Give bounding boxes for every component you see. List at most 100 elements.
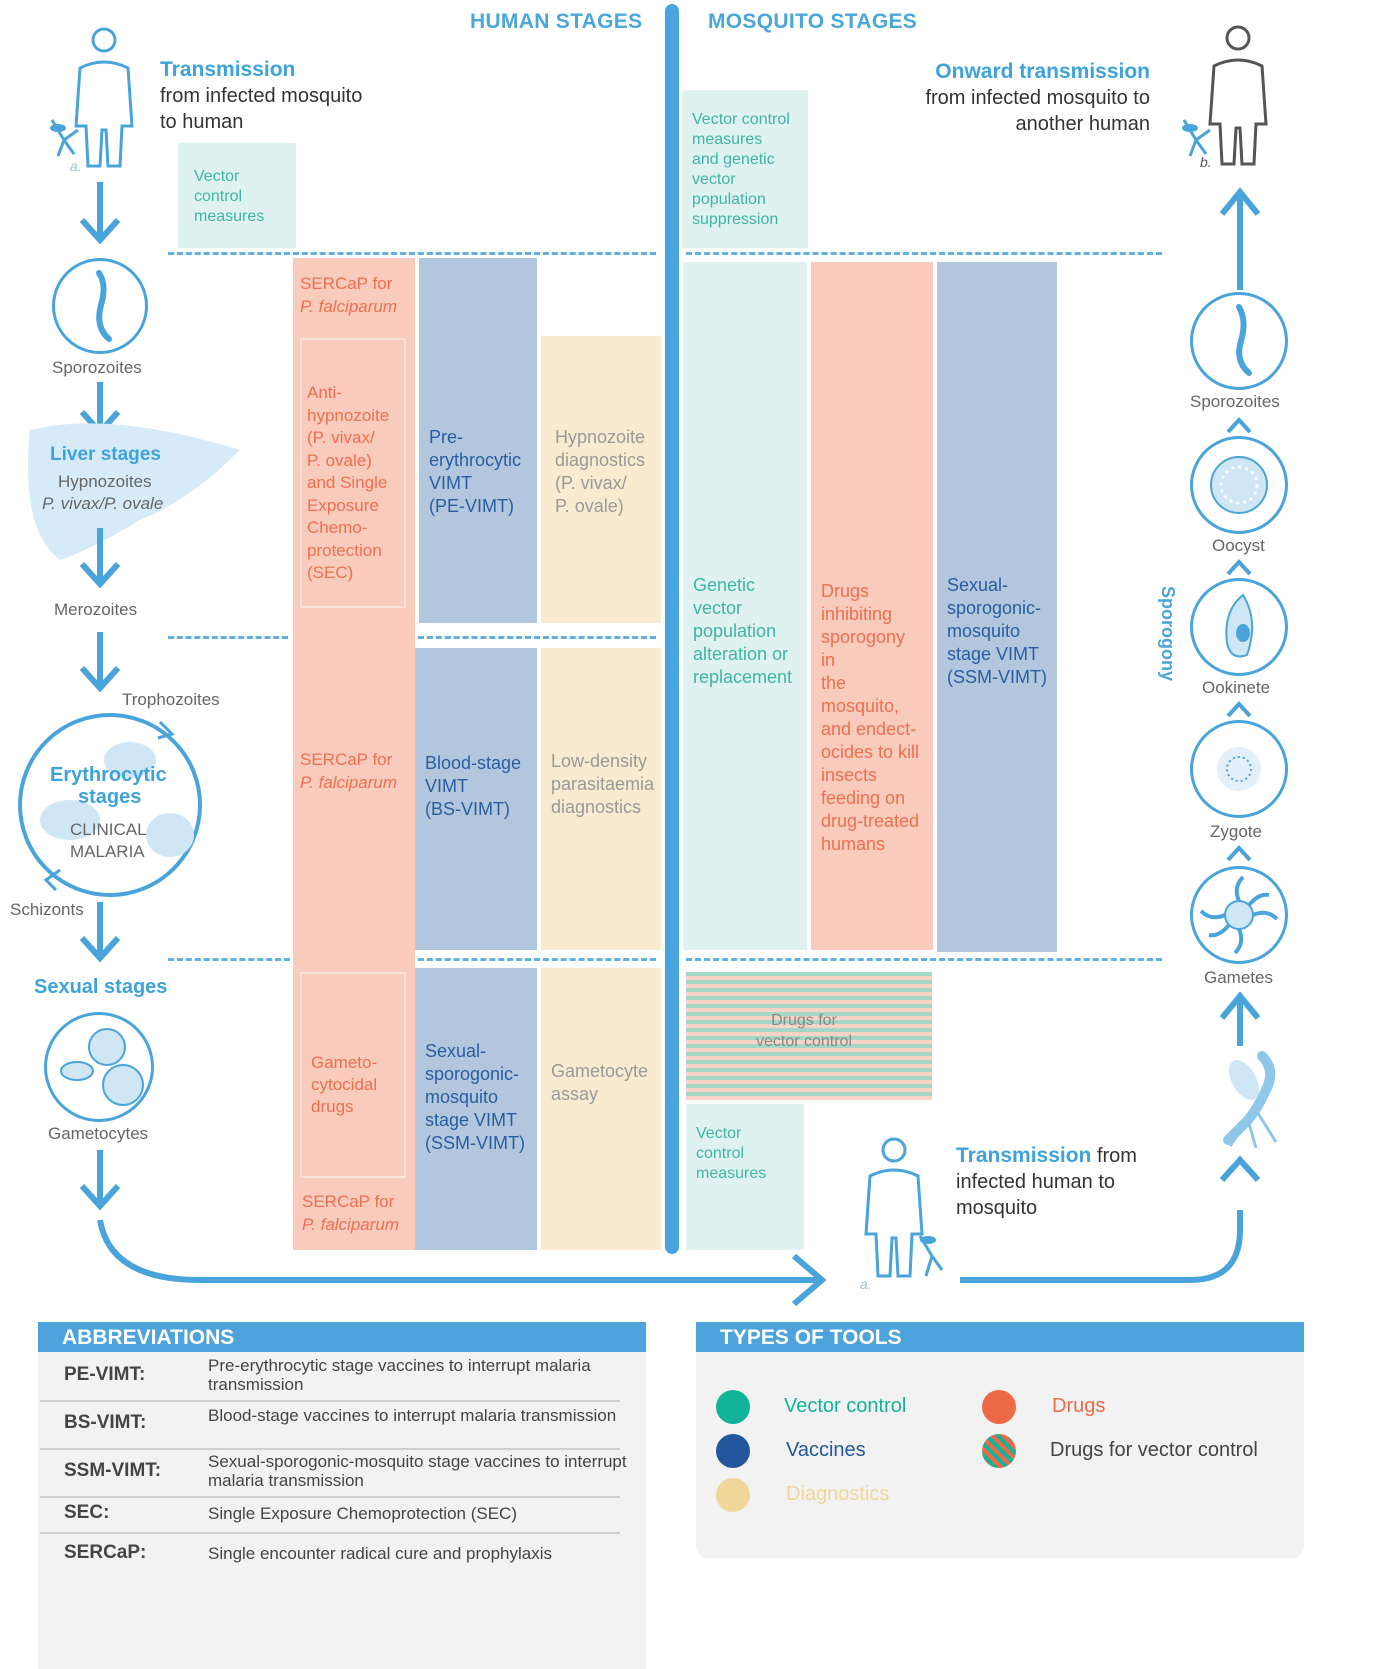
sporogony-label: Sporogony [1158,586,1178,681]
legend-drugs: Drugs [1052,1395,1106,1417]
drugs-vector-control-box [686,972,932,1100]
onward-text-1: from infected mosquito to [925,87,1150,109]
sporozoites-label-left: Sporozoites [52,358,142,377]
abbr-key: SERCaP: [64,1542,147,1563]
hypnozoites-species: P. vivax/P. ovale [42,494,164,513]
gametocyte-assay-box: Gametocyte assay [541,968,661,1250]
drugs-vector-control-text: Drugs for vector control [755,1012,853,1050]
pe-vimt-box: Pre- erythrocytic VIMT (PE-VIMT) [419,258,537,623]
small-arrow-up-icon [1226,701,1252,718]
sercap2-line-b: P. falciparum [300,773,398,792]
dashed-line-bottom-right [686,958,1162,961]
abbr-key: SSM-VIMT: [64,1460,162,1481]
vector-control-box-bottom: Vector control measures [686,1104,804,1250]
erythrocytic-title-2: stages [78,786,142,808]
bs-vimt-box: Blood-stage VIMT (BS-VIMT) [415,648,537,950]
transmission-bottom-text-1: infected human to [956,1171,1115,1193]
sexual-stages-title: Sexual stages [34,976,168,998]
abbr-key: BS-VIMT: [64,1412,147,1433]
zygote-circle [1190,720,1288,818]
vector-control-swatch [716,1390,750,1424]
small-arrow-up-icon [1226,417,1252,434]
abbreviations-panel [38,1346,646,1669]
gametes-icon [1199,875,1279,955]
low-density-diagnostics-box: Low-density parasitaemia diagnostics [541,648,661,950]
abbr-value: Sexual-sporogonic-mosquito stage vaccine… [208,1452,627,1490]
gametocyte-circle [44,1012,154,1122]
vector-control-box-top: Vector control measures [178,143,296,248]
sercap2-line-a: SERCaP for [300,750,393,769]
legend-vaccines: Vaccines [786,1439,866,1461]
abbr-value: Single encounter radical cure and prophy… [208,1544,552,1563]
small-arrow-up-icon [1226,559,1252,576]
center-divider [665,4,679,1254]
sporogony-label-wrapper: Sporogony [1150,586,1180,706]
sercap1-line-a: SERCaP for [300,274,393,293]
arrow-down-icon [79,632,121,693]
transmission-bottom-title-line: Transmission from [956,1142,1137,1170]
abbr-row-sercap: SERCaP: Single encounter radical cure an… [40,1538,620,1572]
drugs-swatch [982,1390,1016,1424]
transmission-text-1: from infected mosquito [160,85,363,107]
dashed-line-mid-left-b [418,636,656,639]
arrow-down-icon [79,902,121,963]
oocyst-icon [1210,456,1268,514]
transmission-text-2: to human [160,111,244,133]
hypnozoite-diagnostics-box: Hypnozoite diagnostics (P. vivax/ P. ova… [541,336,661,623]
sporozoites-label-right: Sporozoites [1190,392,1280,411]
arrow-up-icon [1219,1155,1261,1183]
abbr-row-bs-vimt: BS-VIMT: Blood-stage vaccines to interru… [40,1402,620,1450]
hypnozoites-label: Hypnozoites [58,472,152,491]
small-arrow-up-icon [1226,845,1252,862]
anti-hypno-outline [300,338,406,608]
legend-diagnostics: Diagnostics [786,1483,890,1505]
ssm-vimt-mosquito-box: Sexual- sporogonic- mosquito stage VIMT … [937,262,1057,952]
human-figure-bottom-icon [864,1137,944,1278]
sercap1-line-b: P. falciparum [300,297,398,316]
zygote-icon [1217,747,1261,791]
trophozoites-label: Trophozoites [122,690,220,709]
gametes-label: Gametes [1204,968,1273,987]
arrow-down-icon [79,528,121,589]
diagnostics-swatch [716,1478,750,1512]
ookinete-circle [1190,578,1288,676]
arrow-up-long-icon [1219,187,1261,290]
onward-text-2: another human [1015,113,1150,135]
anti-hypnozoite-text: Anti- hypnozoite (P. vivax/ P. ovale) an… [307,383,390,582]
zygote-label: Zygote [1210,822,1262,841]
gameto-drugs-outline [300,972,406,1178]
marker-b: b. [1200,154,1212,170]
legend-vector-control: Vector control [784,1395,907,1417]
legend-drugs-vector: Drugs for vector control [1050,1439,1258,1461]
ookinete-icon [1225,593,1254,658]
vector-genetic-box-top: Vector control measures and genetic vect… [682,90,808,248]
abbr-key: PE-VIMT: [64,1364,146,1385]
gametocytes-label: Gametocytes [48,1124,149,1143]
abbr-value: Blood-stage vaccines to interrupt malari… [208,1406,617,1425]
oocyst-circle [1190,436,1288,534]
gametocytocidal-drugs-text: Gameto- cytocidal drugs [311,1053,378,1116]
ookinete-label: Ookinete [1202,678,1271,697]
gametes-circle [1190,866,1288,964]
human-stages-header: HUMAN STAGES [470,10,643,33]
schizonts-label: Schizonts [10,900,84,919]
merozoites-label: Merozoites [54,600,138,619]
dashed-line-mid-left-a [168,636,288,639]
mosquito-stages-header: MOSQUITO STAGES [708,10,918,33]
dashed-line-top-right [686,252,1162,255]
marker-a-bottom: a. [860,1276,872,1292]
sercap3-line-a: SERCaP for [302,1192,395,1211]
transmission-bottom-text-2: mosquito [956,1197,1038,1219]
gametocyte-icon [60,1028,144,1106]
bottom-flow-arrow [97,1210,1243,1307]
abbr-row-ssm-vimt: SSM-VIMT: Sexual-sporogonic-mosquito sta… [40,1450,627,1498]
transmission-bottom-from: from [1091,1145,1137,1167]
oocyst-label: Oocyst [1212,536,1265,555]
abbr-row-sec: SEC: Single Exposure Chemoprotection (SE… [40,1498,620,1534]
arrow-down-icon [79,182,121,245]
liver-icon [28,423,240,560]
mosquito-large-icon [1223,1051,1278,1149]
arrow-up-icon [1219,991,1261,1046]
drugs-vector-swatch [982,1434,1016,1468]
sporozoite-circle-left [52,258,148,354]
